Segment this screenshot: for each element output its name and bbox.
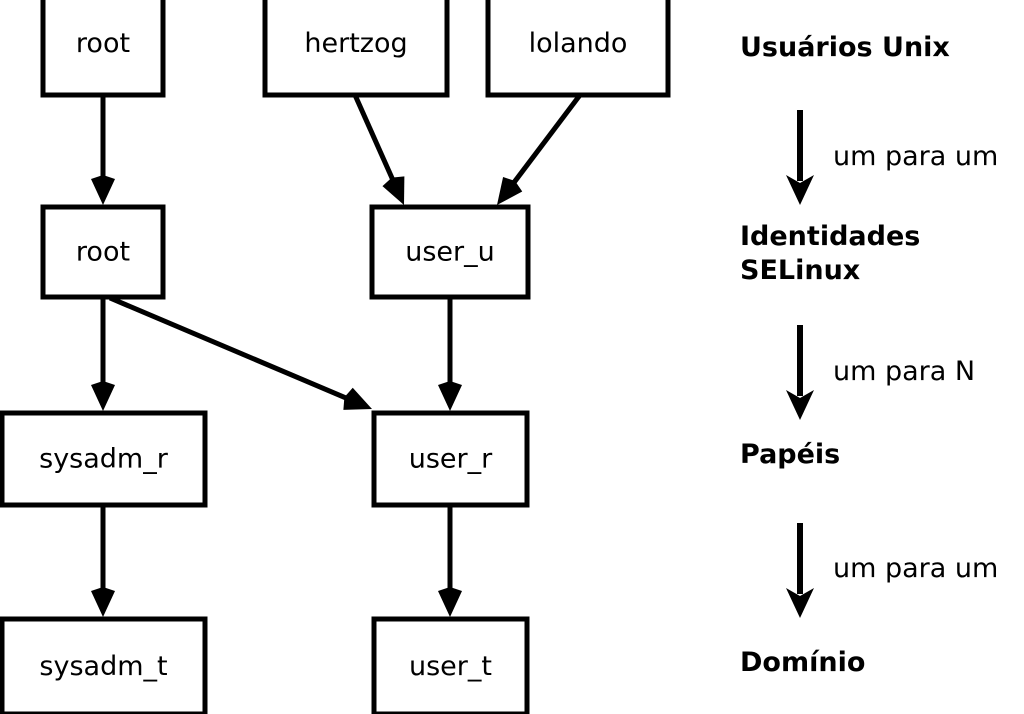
node-label-root_unix: root <box>76 28 130 59</box>
node-label-lolando: lolando <box>529 28 628 59</box>
edge-root_selin-to-sysadm_r <box>91 297 115 411</box>
node-label-sysadm_r: sysadm_r <box>39 444 169 475</box>
legend-heading-text-roles: Papéis <box>740 439 840 470</box>
node-label-sysadm_t: sysadm_t <box>39 651 167 682</box>
legend-arrow-one-to-one-1: um para um <box>786 110 998 205</box>
node-sysadm_r[interactable]: sysadm_r <box>0 410 208 508</box>
edge-hertzog-to-user_u <box>352 93 405 205</box>
node-sysadm_t[interactable]: sysadm_t <box>0 616 208 714</box>
edges-layer <box>91 93 582 617</box>
node-user_u[interactable]: user_u <box>369 204 531 300</box>
node-label-user_t: user_t <box>409 651 492 682</box>
node-label-user_r: user_r <box>409 444 493 475</box>
node-label-hertzog: hertzog <box>304 28 407 59</box>
node-root_selin[interactable]: root <box>40 204 166 300</box>
edge-root_selin-to-user_r <box>109 295 372 410</box>
node-user_r[interactable]: user_r <box>371 410 530 508</box>
legend-arrow-one-to-n: um para N <box>786 325 975 420</box>
edge-root_unix-to-root_selin <box>91 95 115 205</box>
node-hertzog[interactable]: hertzog <box>262 0 450 98</box>
legend-caption-arrow-one-to-one-2: um para um <box>833 553 998 584</box>
node-label-root_selin: root <box>76 237 130 268</box>
legend-heading-unix-users: Usuários Unix <box>740 32 950 63</box>
legend-heading-roles: Papéis <box>740 439 840 470</box>
legend-layer: um para um um para N um para um Usuários Un… <box>740 32 998 678</box>
node-user_t[interactable]: user_t <box>371 616 530 714</box>
node-label-user_u: user_u <box>405 237 495 268</box>
edge-lolando-to-user_u <box>497 93 582 205</box>
legend-heading-text-domain: Domínio <box>740 647 865 678</box>
legend-arrow-one-to-one-2: um para um <box>786 523 998 618</box>
node-root_unix[interactable]: root <box>40 0 166 98</box>
edge-user_u-to-user_r <box>438 297 462 411</box>
legend-heading-text-unix-users: Usuários Unix <box>740 32 950 63</box>
legend-heading-domain: Domínio <box>740 647 865 678</box>
legend-caption-arrow-one-to-one-1: um para um <box>833 141 998 172</box>
legend-caption-arrow-one-to-n: um para N <box>833 356 975 387</box>
node-lolando[interactable]: lolando <box>485 0 671 98</box>
edge-sysadm_r-to-sysadm_t <box>91 505 115 617</box>
edge-user_r-to-user_t <box>438 505 462 617</box>
